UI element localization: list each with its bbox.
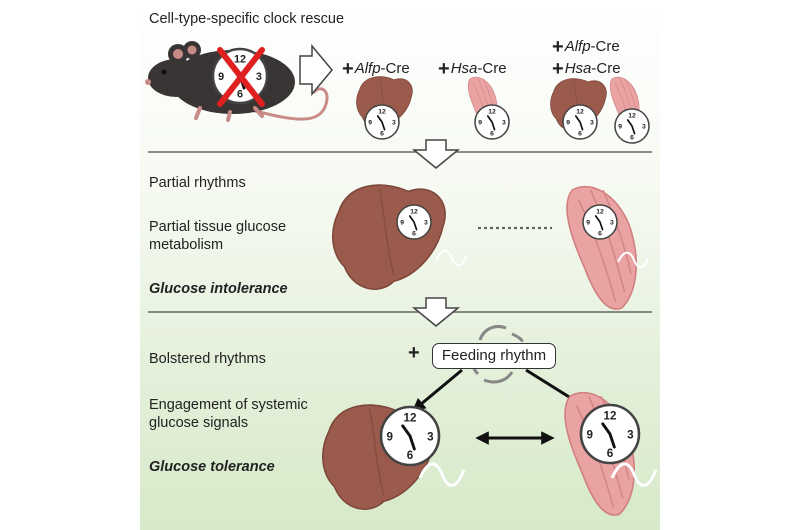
plus-sign: +: [438, 58, 450, 80]
down-arrow-icon: [411, 139, 461, 169]
gene-name: Alfp: [354, 60, 381, 77]
gene-name: Hsa: [450, 60, 478, 77]
cre-suffix: -Cre: [477, 60, 507, 77]
right-arrow-icon: [299, 43, 333, 97]
wave-icon: [418, 462, 466, 487]
partial-rhythms-label: Partial rhythms: [149, 175, 246, 191]
down-arrow-icon: [411, 297, 461, 327]
both-alfp-cre-label: +Alfp-Cre: [552, 36, 620, 59]
clock-icon: [579, 403, 641, 465]
clock-icon: [582, 204, 618, 240]
clock-icon: [364, 104, 400, 140]
red-x-icon: [217, 47, 265, 107]
plus-sign: +: [342, 58, 354, 80]
clock-icon: [614, 108, 650, 144]
hsa-cre-label: +Hsa-Cre: [438, 58, 507, 81]
wave-icon: [610, 462, 658, 487]
clock-icon: [396, 204, 432, 240]
gene-name: Alfp: [564, 38, 591, 55]
cre-suffix: -Cre: [591, 60, 621, 77]
plus-sign: +: [552, 36, 564, 58]
gene-name: Hsa: [564, 60, 592, 77]
figure-title: Cell-type-specific clock rescue: [149, 11, 345, 27]
partial-metabolism-line2: metabolism: [149, 237, 224, 253]
plus-sign: +: [552, 58, 564, 80]
systemic-signals-line2: glucose signals: [149, 415, 249, 431]
wave-icon: [435, 249, 467, 267]
systemic-signals-line1: Engagement of systemic: [149, 397, 308, 413]
cre-suffix: -Cre: [590, 38, 620, 55]
cre-suffix: -Cre: [380, 60, 410, 77]
arrow-to-liver: [411, 368, 463, 412]
plus-sign: +: [408, 342, 420, 364]
both-hsa-cre-label: +Hsa-Cre: [552, 58, 621, 81]
bolstered-rhythms-label: Bolstered rhythms: [149, 351, 266, 367]
clock-icon: [474, 104, 510, 140]
feeding-rhythm-box: Feeding rhythm: [432, 343, 556, 369]
clock-icon: [562, 104, 598, 140]
glucose-tolerance-label: Glucose tolerance: [149, 459, 275, 475]
glucose-intolerance-label: Glucose intolerance: [149, 281, 288, 297]
partial-metabolism-line1: Partial tissue glucose: [149, 219, 287, 235]
clock-icon: [379, 405, 441, 467]
wave-icon: [617, 251, 649, 269]
liver-icon: [332, 184, 446, 290]
alfp-cre-label: +Alfp-Cre: [342, 58, 410, 81]
